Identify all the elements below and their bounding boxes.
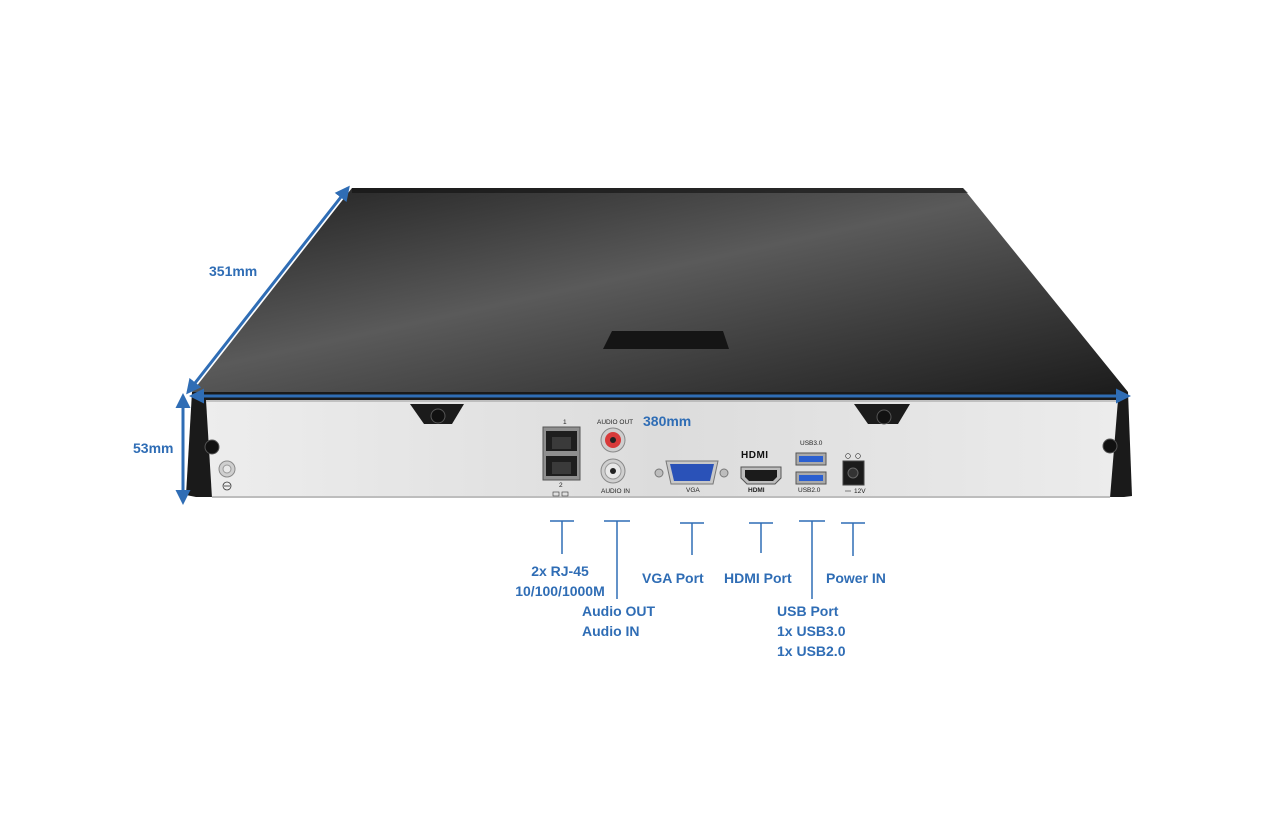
callout-hdmi: HDMI Port [724, 570, 792, 586]
vga-port [654, 460, 729, 485]
lan-label-2: 2 [559, 482, 563, 489]
callout-rj45-line2: 10/100/1000M [515, 583, 605, 599]
power-jack [842, 453, 865, 492]
callout-audio-line2: Audio IN [582, 623, 640, 639]
hdmi-logo: HDMI [741, 450, 769, 461]
callout-rj45-line1: 2x RJ-45 [531, 563, 589, 579]
top-recess [603, 331, 729, 349]
hdmi-port [740, 466, 782, 485]
callout-usb: USB Port 1x USB3.0 1x USB2.0 [777, 601, 845, 661]
top-cover [192, 188, 1128, 392]
front-panel [206, 400, 1118, 498]
callout-leaders [550, 520, 865, 599]
ground-screw [218, 460, 236, 491]
callout-usb-line3: 1x USB2.0 [777, 643, 846, 659]
screw-mounts [204, 404, 1118, 455]
width-dimension: 380mm [643, 413, 692, 429]
callout-power: Power IN [826, 570, 886, 586]
vga-label: VGA [686, 487, 700, 494]
height-dimension: 53mm [133, 440, 174, 456]
audio-jacks [600, 427, 626, 484]
callout-audio: Audio OUT Audio IN [582, 601, 655, 641]
hdmi-small-label: HDMI [748, 487, 765, 494]
callout-vga: VGA Port [642, 570, 704, 586]
rj45-ports [542, 426, 581, 497]
usb-ports [795, 452, 827, 485]
lan-label-1: 1 [563, 419, 567, 426]
callout-rj45: 2x RJ-45 10/100/1000M [470, 561, 650, 601]
audio-out-label: AUDIO OUT [597, 419, 634, 426]
depth-dimension: 351mm [209, 263, 258, 279]
power-label: 12V [854, 488, 866, 495]
usb20-label: USB2.0 [798, 487, 821, 494]
callout-usb-line2: 1x USB3.0 [777, 623, 846, 639]
usb30-label: USB3.0 [800, 440, 823, 447]
callout-usb-line1: USB Port [777, 603, 839, 619]
audio-in-label: AUDIO IN [601, 488, 630, 495]
dimension-arrows [175, 185, 1131, 505]
callout-audio-line1: Audio OUT [582, 603, 656, 619]
